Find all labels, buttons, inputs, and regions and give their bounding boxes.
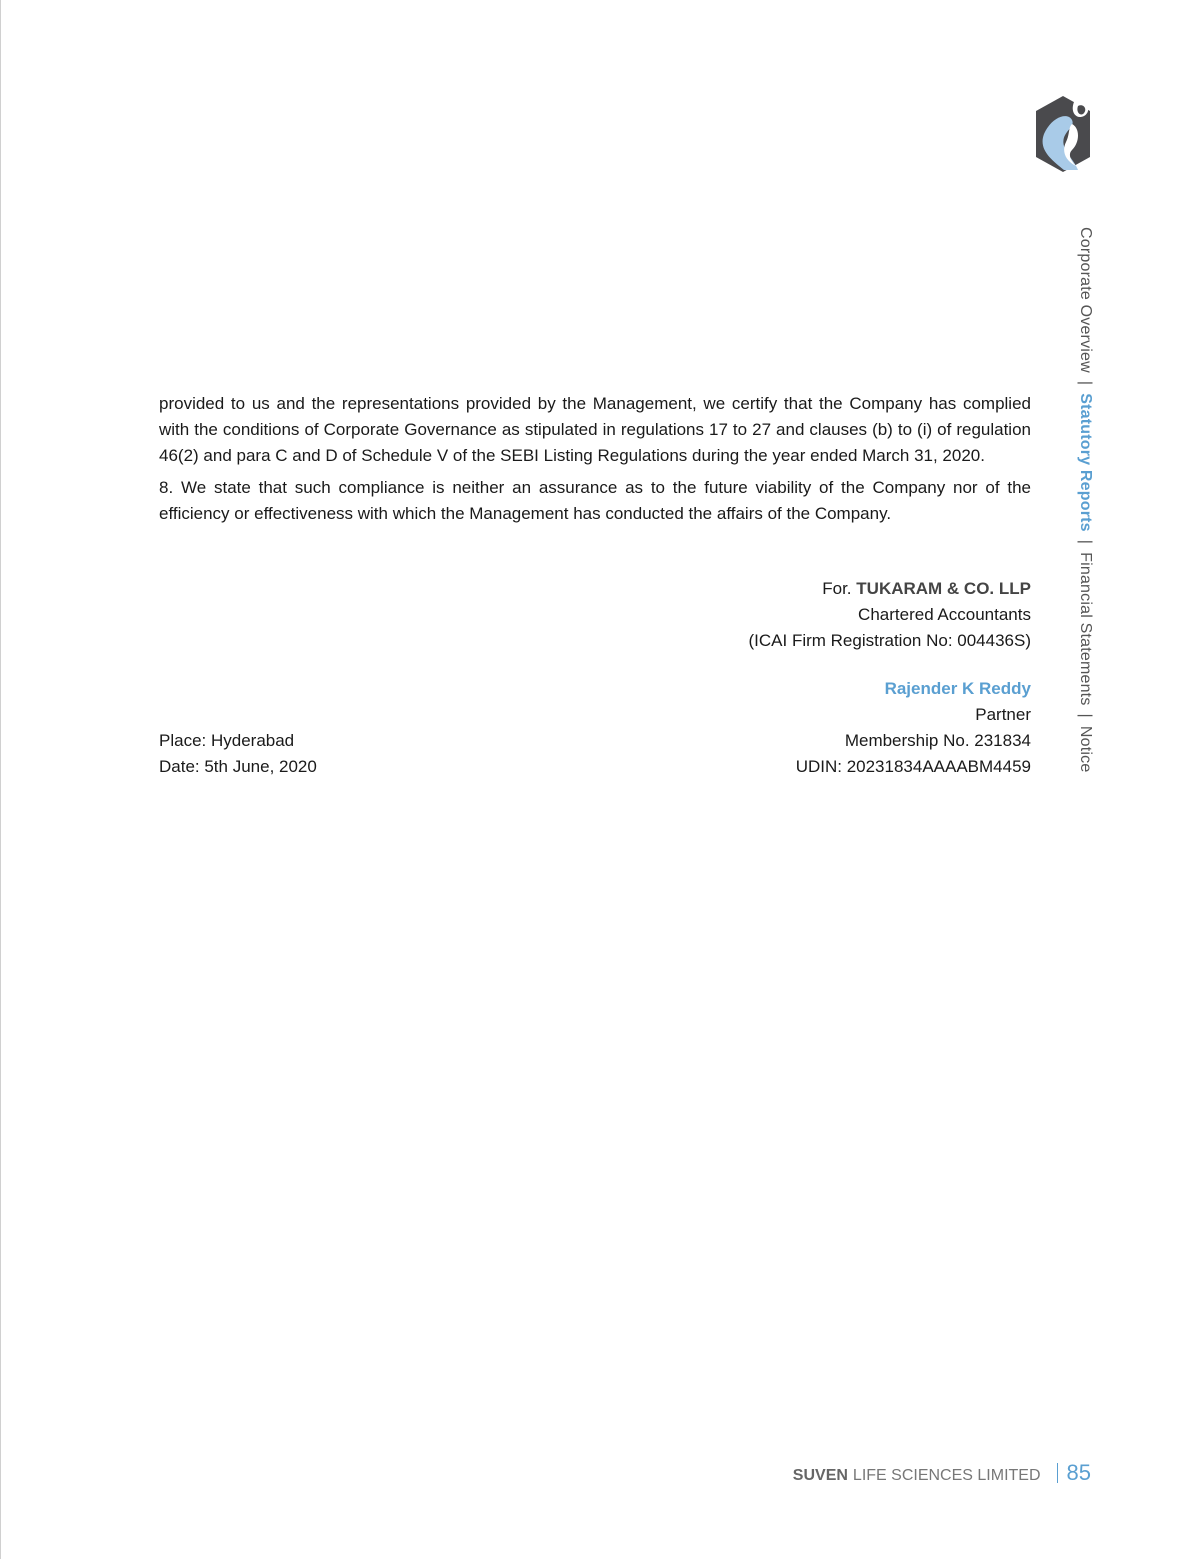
firm-type: Chartered Accountants (858, 605, 1031, 624)
signatory-name: Rajender K Reddy (884, 679, 1031, 698)
place: Place: Hyderabad (159, 731, 295, 750)
place-date-block: Place: Hyderabad Date: 5th June, 2020 (159, 728, 317, 780)
nav-separator: | (1077, 713, 1094, 718)
firm-line: For. TUKARAM & CO. LLP (749, 576, 1031, 602)
nav-separator: | (1077, 539, 1094, 545)
section-navigation: Corporate Overview | Statutory Reports | Fin… (1072, 227, 1096, 787)
page-number: 85 (1066, 1460, 1091, 1485)
nav-item-notice[interactable]: Notice (1077, 725, 1094, 773)
udin-number: UDIN: 20231834AAAABM4459 (795, 757, 1031, 776)
nav-separator: | (1077, 380, 1094, 386)
firm-registration: (ICAI Firm Registration No: 004436S) (748, 631, 1032, 650)
footer-company-name: LIFE SCIENCES LIMITED (852, 1467, 1041, 1484)
date: Date: 5th June, 2020 (159, 757, 317, 776)
firm-name: TUKARAM & CO. LLP (856, 579, 1031, 598)
nav-item-corporate-overview[interactable]: Corporate Overview (1077, 227, 1094, 373)
nav-item-financial-statements[interactable]: Financial Statements (1077, 552, 1094, 706)
page-footer: SUVEN LIFE SCIENCES LIMITED 85 (793, 1460, 1091, 1486)
certificate-paragraph-1: provided to us and the representations p… (159, 394, 1031, 465)
suven-hexagon-logo-icon (1036, 96, 1090, 172)
membership-number: Membership No. 231834 (844, 731, 1031, 750)
certificate-body: provided to us and the representations p… (159, 391, 1031, 533)
footer-brand: SUVEN (792, 1467, 848, 1484)
certificate-paragraph-2: 8. We state that such compliance is neit… (159, 478, 1031, 523)
nav-item-statutory-reports[interactable]: Statutory Reports (1077, 393, 1094, 532)
signature-block: For. TUKARAM & CO. LLP Chartered Account… (749, 576, 1032, 780)
for-prefix: For. (822, 579, 852, 598)
signatory-designation: Partner (975, 705, 1031, 724)
footer-divider (1056, 1463, 1058, 1483)
page-edge (0, 0, 1, 1559)
